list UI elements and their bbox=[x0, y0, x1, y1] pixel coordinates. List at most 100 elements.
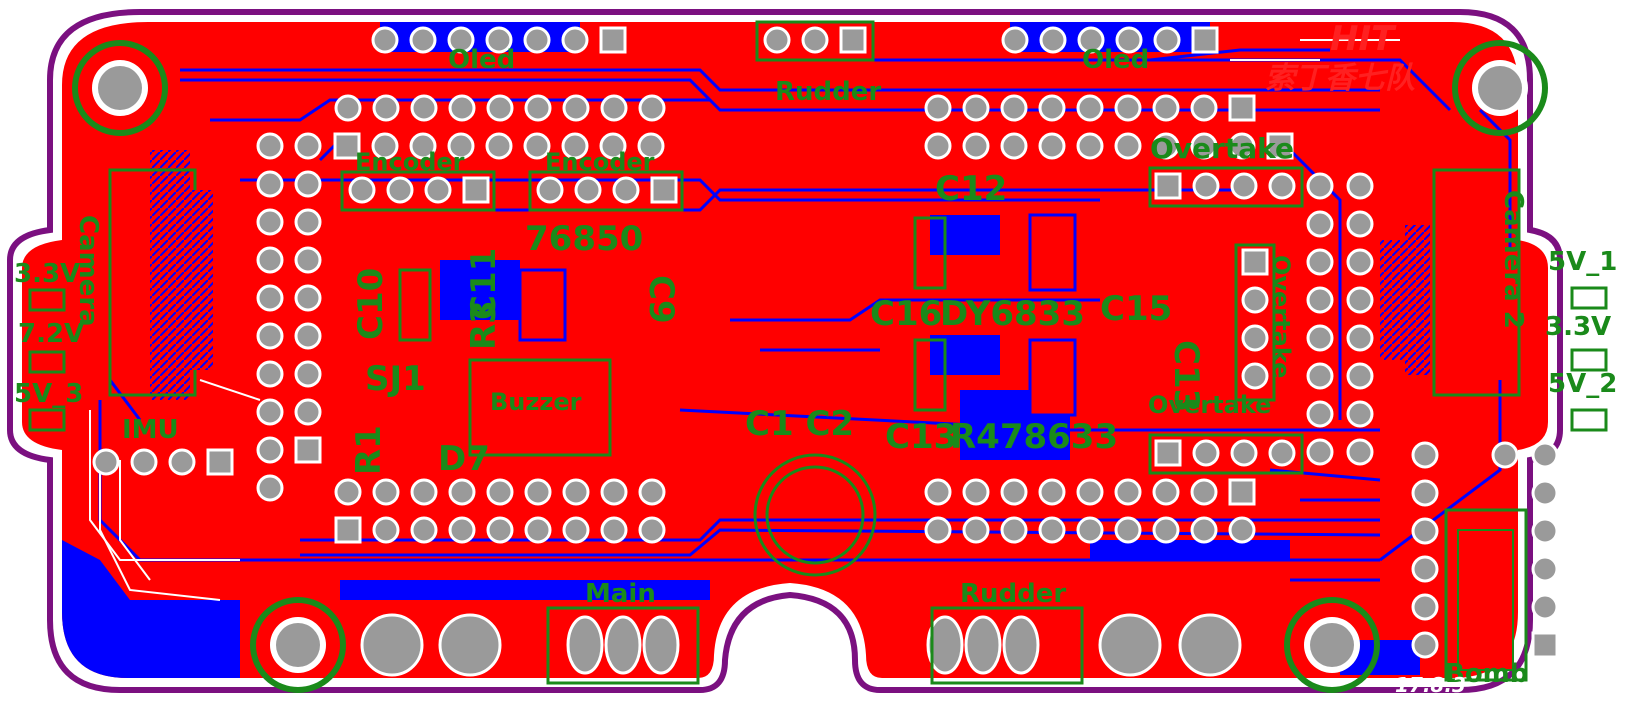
round-pad bbox=[168, 448, 196, 476]
square-pad bbox=[334, 516, 362, 544]
label-reg-top: 76850 bbox=[525, 219, 643, 259]
label-5v2-right: 5V_2 bbox=[1548, 369, 1617, 399]
camera-left-connector bbox=[188, 190, 213, 370]
top-traces bbox=[89, 39, 1400, 601]
round-pad bbox=[561, 26, 589, 54]
round-pad bbox=[1153, 26, 1181, 54]
round-pad bbox=[1411, 441, 1439, 469]
round-pad bbox=[447, 26, 475, 54]
round-pad bbox=[448, 94, 476, 122]
through-hole-pads bbox=[92, 26, 1559, 677]
square-pad bbox=[1154, 172, 1182, 200]
round-pad bbox=[294, 322, 322, 350]
label-buzzer: Buzzer bbox=[490, 388, 582, 416]
round-pad bbox=[409, 26, 437, 54]
round-pad bbox=[256, 398, 284, 426]
ics bbox=[188, 190, 1514, 671]
mounting-hole-bottom-left bbox=[250, 597, 346, 693]
round-pad bbox=[1114, 132, 1142, 160]
round-pad bbox=[924, 478, 952, 506]
round-pad bbox=[438, 613, 502, 677]
round-pad bbox=[1178, 613, 1242, 677]
round-pad bbox=[574, 176, 602, 204]
round-pad bbox=[1306, 400, 1334, 428]
round-pad bbox=[1001, 26, 1029, 54]
round-pad bbox=[256, 436, 284, 464]
round-pad bbox=[372, 516, 400, 544]
round-pad bbox=[599, 132, 627, 160]
round-pad bbox=[1076, 478, 1104, 506]
round-pad bbox=[1190, 132, 1218, 160]
label-r1: R1 bbox=[349, 425, 389, 475]
label-c11: C11 bbox=[464, 248, 504, 320]
connector-pad bbox=[604, 615, 642, 675]
label-c9: C9 bbox=[641, 275, 681, 324]
round-pad bbox=[924, 132, 952, 160]
round-pad bbox=[1268, 172, 1296, 200]
label-sj1: SJ1 bbox=[365, 359, 426, 399]
round-pad bbox=[256, 322, 284, 350]
label-encoder-left: Encoder bbox=[355, 148, 465, 176]
round-pad bbox=[801, 26, 829, 54]
round-pad bbox=[410, 478, 438, 506]
round-pad bbox=[1531, 441, 1559, 469]
round-pad bbox=[371, 132, 399, 160]
round-pad bbox=[562, 478, 590, 506]
round-pad bbox=[524, 516, 552, 544]
rudder-bottom-connector-outline bbox=[930, 606, 1084, 685]
round-pad bbox=[486, 516, 514, 544]
round-pad bbox=[1531, 479, 1559, 507]
round-pad bbox=[372, 94, 400, 122]
round-pad bbox=[1228, 516, 1256, 544]
square-pad bbox=[1266, 132, 1294, 160]
round-pad bbox=[638, 94, 666, 122]
round-pad bbox=[448, 478, 476, 506]
label-c13-right: C13 bbox=[1166, 340, 1206, 412]
mounting-hole-top-right bbox=[1452, 40, 1548, 136]
round-pad bbox=[372, 478, 400, 506]
round-pad bbox=[1038, 132, 1066, 160]
round-pad bbox=[447, 132, 475, 160]
round-pad bbox=[1192, 439, 1220, 467]
encoder-right-outline bbox=[528, 170, 684, 212]
round-pad bbox=[962, 132, 990, 160]
round-pad bbox=[962, 516, 990, 544]
round-pad bbox=[1411, 517, 1439, 545]
round-pad bbox=[1038, 516, 1066, 544]
connector-pad bbox=[1002, 615, 1040, 675]
round-pad bbox=[1306, 172, 1334, 200]
round-pad bbox=[1039, 26, 1067, 54]
round-pad bbox=[1241, 324, 1269, 352]
round-pad bbox=[1268, 439, 1296, 467]
label-overtake-mid: Overtake bbox=[1267, 255, 1295, 378]
label-camera-right: Camera 2 bbox=[1498, 190, 1528, 329]
c1c2-cap-outline bbox=[753, 453, 877, 577]
round-pad bbox=[524, 478, 552, 506]
buzzer-outline bbox=[468, 358, 612, 457]
round-pad bbox=[600, 94, 628, 122]
round-pad bbox=[256, 170, 284, 198]
round-pad bbox=[485, 26, 513, 54]
round-pad bbox=[1000, 516, 1028, 544]
round-pad bbox=[962, 94, 990, 122]
rudder-top-connector-outline bbox=[755, 20, 875, 62]
round-pad bbox=[524, 94, 552, 122]
round-pad bbox=[924, 94, 952, 122]
label-overtake-top: Overtake bbox=[1150, 132, 1294, 165]
label-7v2-left: 7.2V bbox=[18, 319, 84, 349]
camera-right-connector bbox=[1405, 225, 1430, 375]
round-pad bbox=[294, 132, 322, 160]
round-pad bbox=[1411, 479, 1439, 507]
round-pad bbox=[1230, 172, 1258, 200]
label-3v3-right: 3.3V bbox=[1545, 312, 1611, 342]
round-pad bbox=[1000, 478, 1028, 506]
bomb-connector-outline bbox=[1444, 508, 1528, 682]
camera-right-outline bbox=[1432, 168, 1521, 397]
mounting-hole-bottom-right bbox=[1284, 597, 1380, 693]
round-pad bbox=[562, 94, 590, 122]
round-pad bbox=[1491, 441, 1519, 469]
round-pad bbox=[1306, 286, 1334, 314]
square-pad bbox=[839, 26, 867, 54]
label-oled-left: Oled bbox=[448, 45, 515, 75]
round-pad bbox=[1531, 517, 1559, 545]
